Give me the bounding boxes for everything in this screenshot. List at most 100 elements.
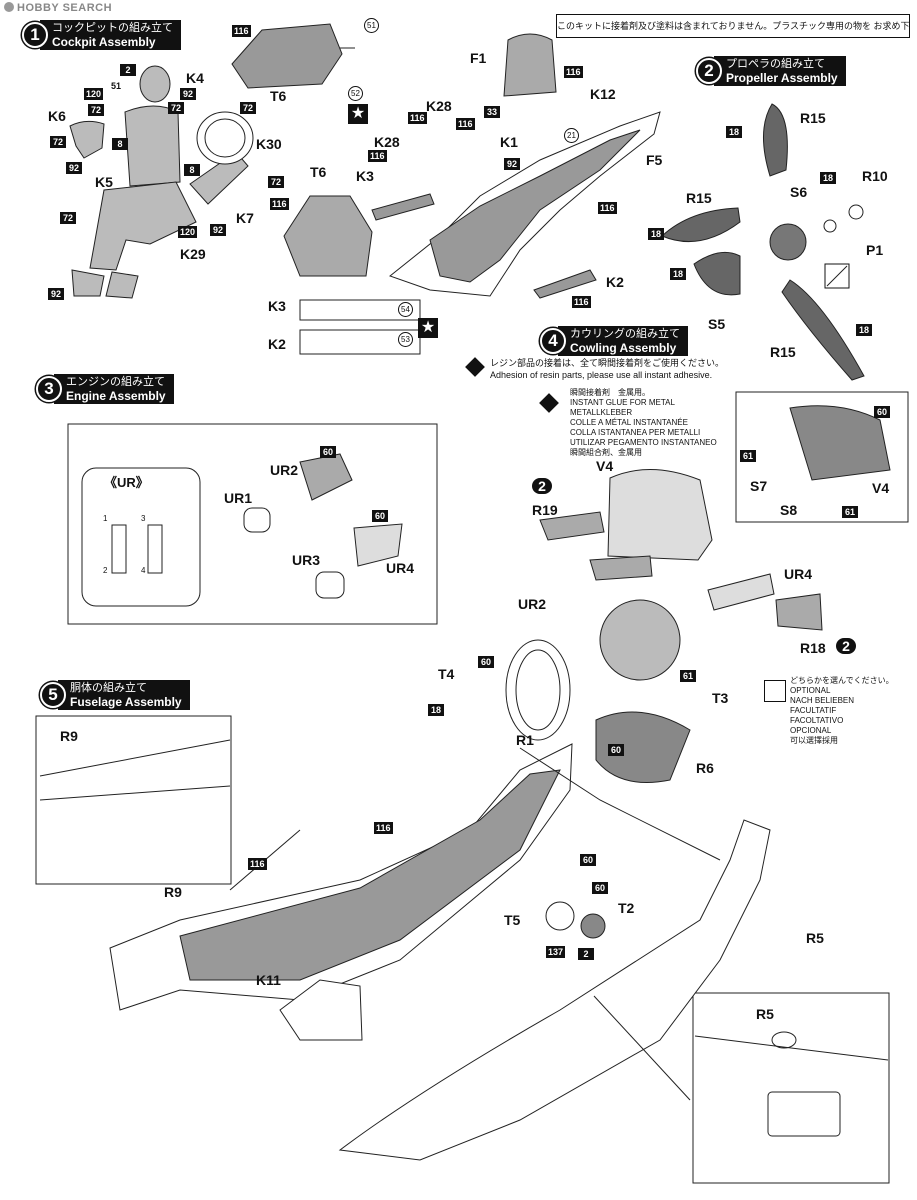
part-label: R10 — [862, 168, 888, 184]
part-label: R9 — [164, 884, 182, 900]
step-ref-2: 2 — [532, 478, 552, 494]
step-number: 1 — [22, 22, 48, 48]
color-code: 92 — [210, 224, 226, 236]
decal-number: 52 — [348, 86, 363, 101]
color-code: 116 — [368, 150, 387, 162]
ur-num-2: 2 — [103, 566, 108, 575]
part-label: K7 — [236, 210, 254, 226]
part-label: T2 — [618, 900, 635, 916]
part-label: K29 — [180, 246, 206, 262]
color-code: 51 — [108, 80, 124, 92]
color-code: 120 — [178, 226, 198, 238]
color-code: 92 — [504, 158, 520, 170]
part-label: UR2 — [518, 596, 547, 612]
color-code: 116 — [564, 66, 583, 78]
color-code: 18 — [670, 268, 686, 280]
color-code: 137 — [546, 946, 566, 958]
color-code: 18 — [428, 704, 444, 716]
color-code: 72 — [50, 136, 66, 148]
part-label: R15 — [686, 190, 712, 206]
resin-note-jp: レジン部品の接着は、全て瞬間接着剤をご使用ください。 — [490, 358, 725, 368]
part-label: T5 — [504, 912, 521, 928]
glue-note: 瞬間接着剤 金属用。 INSTANT GLUE FOR METAL METALL… — [570, 388, 717, 457]
part-label: K3 — [268, 298, 286, 314]
resin-note-en: Adhesion of resin parts, please use all … — [490, 370, 713, 380]
part-label: T3 — [712, 690, 729, 706]
color-code: 92 — [180, 88, 196, 100]
color-code: 60 — [372, 510, 388, 522]
color-code: 18 — [726, 126, 742, 138]
part-label: K12 — [590, 86, 616, 102]
part-label: UR2 — [270, 462, 299, 478]
step-number: 5 — [40, 682, 66, 708]
color-code: 60 — [874, 406, 890, 418]
optional-note: どちらかを選んでください。 OPTIONAL NACH BELIEBEN FAC… — [790, 676, 894, 745]
part-label: K5 — [95, 174, 113, 190]
notice-box: このキットに接着剤及び塗料は含まれておりません。プラスチック専用の物を お求め下… — [556, 14, 910, 38]
color-code: 60 — [320, 446, 336, 458]
color-code: 2 — [578, 948, 594, 960]
step-title-en: Cowling Assembly — [570, 341, 677, 355]
part-label: P1 — [866, 242, 884, 258]
color-code: 116 — [374, 822, 393, 834]
color-code: 120 — [84, 88, 104, 100]
watermark: HOBBY SEARCH — [4, 2, 112, 14]
color-code: 72 — [88, 104, 104, 116]
decal-number: 21 — [564, 128, 579, 143]
part-label: R6 — [696, 760, 714, 776]
part-label: F5 — [646, 152, 663, 168]
color-code: 8 — [184, 164, 200, 176]
part-label: K11 — [256, 972, 281, 988]
part-label: V4 — [596, 458, 614, 474]
ur-num-3: 3 — [141, 514, 146, 523]
color-code: 61 — [740, 450, 756, 462]
part-label: S6 — [790, 184, 808, 200]
color-code: 116 — [572, 296, 591, 308]
part-label: UR1 — [224, 490, 253, 506]
color-code: 116 — [270, 198, 289, 210]
color-code: 61 — [842, 506, 858, 518]
color-code: 116 — [456, 118, 475, 130]
part-label: K28 — [426, 98, 452, 114]
color-code: 92 — [66, 162, 82, 174]
step-number: 2 — [696, 58, 722, 84]
part-label: R9 — [60, 728, 78, 744]
color-code: 116 — [408, 112, 427, 124]
star-marker: ★ — [348, 104, 368, 124]
part-label: S8 — [780, 502, 798, 518]
step-title-jp: エンジンの組み立て — [66, 376, 165, 388]
color-code: 116 — [598, 202, 617, 214]
part-label: V4 — [872, 480, 890, 496]
part-label: F1 — [470, 50, 487, 66]
color-code: 60 — [608, 744, 624, 756]
color-code: 72 — [60, 212, 76, 224]
part-label: K2 — [268, 336, 286, 352]
step-title-en: Cockpit Assembly — [52, 35, 156, 49]
step-ref-2: 2 — [836, 638, 856, 654]
part-label: UR4 — [386, 560, 415, 576]
color-code: 18 — [856, 324, 872, 336]
color-code: 60 — [478, 656, 494, 668]
color-code: 2 — [120, 64, 136, 76]
color-code: 92 — [48, 288, 64, 300]
color-code: 72 — [168, 102, 184, 114]
part-label: R15 — [770, 344, 796, 360]
color-code: 72 — [240, 102, 256, 114]
ur-title: 《UR》 — [104, 475, 149, 490]
part-label: R15 — [800, 110, 826, 126]
star-marker: ★ — [418, 318, 438, 338]
step-number: 4 — [540, 328, 566, 354]
step-title-en: Propeller Assembly — [726, 71, 838, 85]
decal-number: 51 — [364, 18, 379, 33]
part-label: R19 — [532, 502, 558, 518]
part-label: K2 — [606, 274, 624, 290]
part-label: K30 — [256, 136, 282, 152]
part-label: R5 — [756, 1006, 774, 1022]
step-title-jp: 胴体の組み立て — [70, 682, 147, 694]
optional-icon — [764, 680, 786, 702]
part-label: T6 — [310, 164, 327, 180]
